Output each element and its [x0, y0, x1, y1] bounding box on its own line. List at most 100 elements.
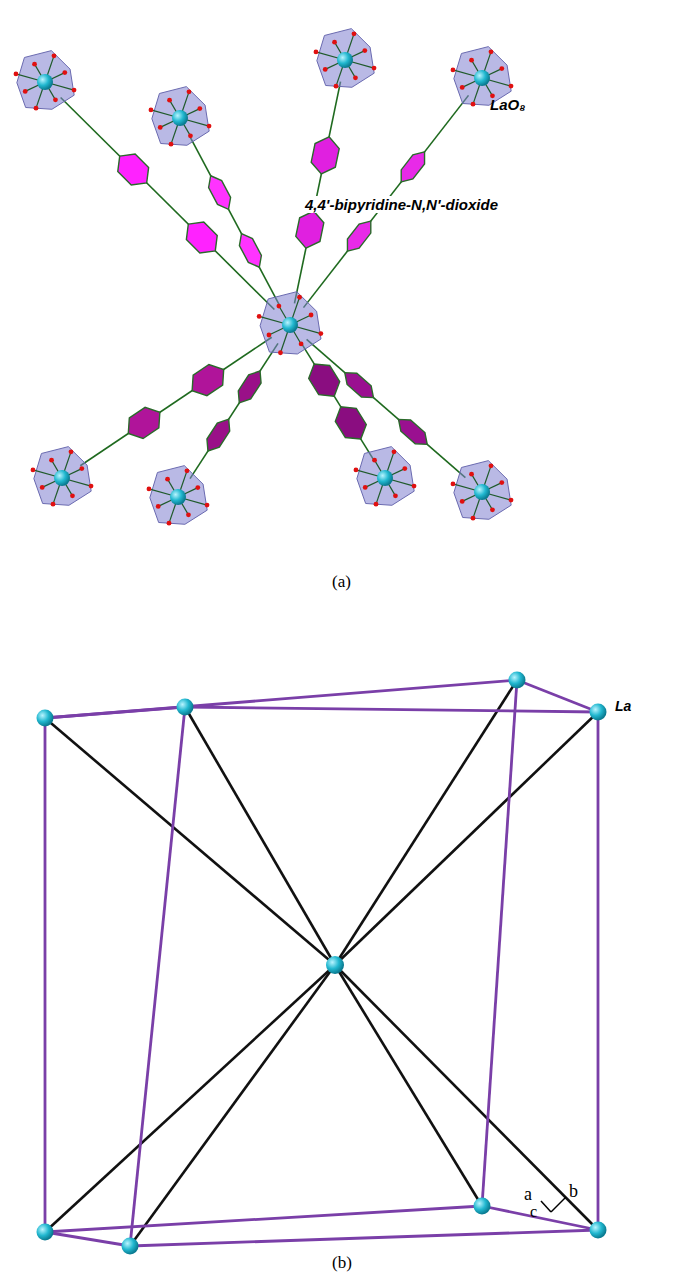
oxygen-atom: [34, 106, 39, 111]
diagonal-link: [335, 965, 598, 1230]
la-atom: [37, 74, 53, 90]
oxygen-atom: [23, 89, 28, 94]
pyridine-ring: [209, 176, 231, 210]
oxygen-atom: [31, 468, 36, 473]
axis-line: [541, 1201, 551, 1212]
oxygen-atom: [490, 507, 495, 512]
la-atom: [590, 1222, 607, 1239]
la-atom: [177, 699, 194, 716]
oxygen-atom: [156, 504, 161, 509]
oxygen-atom: [352, 31, 357, 36]
oxygen-atom: [489, 49, 494, 54]
oxygen-atom: [297, 295, 302, 300]
panel-label: (b): [330, 1253, 354, 1273]
cell-edge: [45, 680, 517, 718]
pyridine-ring: [311, 137, 339, 174]
oxygen-atom: [32, 62, 37, 67]
cell-edge: [185, 707, 598, 712]
oxygen-atom: [197, 106, 202, 111]
oxygen-atom: [332, 40, 337, 45]
oxygen-atom: [147, 487, 152, 492]
oxygen-atom: [149, 108, 154, 113]
oxygen-atom: [314, 50, 319, 55]
cell-edge: [130, 1230, 598, 1246]
oxygen-atom: [52, 53, 57, 58]
oxygen-atom: [374, 502, 379, 507]
pyridine-ring: [296, 211, 324, 248]
oxygen-atom: [62, 70, 67, 75]
pyridine-ring: [345, 373, 374, 398]
linker-bond: [80, 337, 271, 465]
diagonal-link: [185, 707, 335, 965]
oxygen-atom: [207, 124, 212, 129]
panel-label: (a): [330, 572, 353, 592]
oxygen-atom: [79, 466, 84, 471]
diagonal-link: [45, 965, 335, 1232]
cell-edge: [130, 707, 185, 1246]
oxygen-atom: [451, 68, 456, 73]
cell-edge: [45, 1232, 130, 1246]
la-atom: [172, 110, 188, 126]
oxygen-atom: [89, 484, 94, 489]
oxygen-atom: [309, 313, 314, 318]
polyhedron-face: [317, 29, 374, 88]
pyridine-ring: [309, 364, 340, 396]
lao8-polyhedron: [257, 292, 324, 355]
pyridine-ring: [399, 419, 428, 444]
polyhedron-label: LaO₈: [488, 96, 527, 113]
la-atom: [509, 672, 526, 689]
diagonal-link: [335, 965, 482, 1206]
oxygen-atom: [499, 480, 504, 485]
la-atom: [37, 1224, 54, 1241]
la-atom: [590, 704, 607, 721]
cell-edge: [45, 707, 185, 718]
la-atom: [326, 956, 344, 974]
diagonal-link: [45, 718, 335, 965]
oxygen-atom: [299, 342, 304, 347]
la-atom: [282, 317, 298, 333]
polyhedron-face: [152, 87, 209, 146]
oxygen-atom: [372, 66, 377, 71]
pyridine-ring: [186, 222, 217, 253]
oxygen-atom: [469, 472, 474, 477]
panel-a-structure: [14, 29, 514, 526]
la-atom: [377, 470, 393, 486]
lao8-polyhedron: [31, 447, 94, 507]
oxygen-atom: [267, 333, 272, 338]
oxygen-atom: [188, 133, 193, 138]
oxygen-atom: [451, 482, 456, 487]
oxygen-atom: [276, 304, 281, 309]
atom-label: La: [613, 698, 633, 714]
oxygen-atom: [499, 66, 504, 71]
oxygen-atom: [509, 84, 514, 89]
cell-edge: [597, 712, 600, 1230]
oxygen-atom: [318, 331, 323, 336]
oxygen-atom: [323, 67, 328, 72]
la-atom: [474, 70, 490, 86]
la-atom: [337, 52, 353, 68]
oxygen-atom: [354, 468, 359, 473]
oxygen-atom: [167, 521, 172, 526]
lao8-polyhedron: [14, 51, 77, 111]
oxygen-atom: [167, 98, 172, 103]
polyhedron-face: [260, 292, 321, 354]
diagonal-link: [335, 680, 517, 965]
oxygen-atom: [195, 485, 200, 490]
la-atom: [122, 1238, 139, 1255]
pyridine-ring: [207, 419, 230, 451]
la-atom: [474, 484, 490, 500]
oxygen-atom: [49, 458, 54, 463]
oxygen-atom: [372, 458, 377, 463]
oxygen-atom: [402, 466, 407, 471]
lao8-polyhedron: [147, 466, 210, 526]
oxygen-atom: [509, 498, 514, 503]
oxygen-atom: [362, 48, 367, 53]
oxygen-atom: [185, 468, 190, 473]
pyridine-ring: [239, 234, 261, 268]
oxygen-atom: [469, 58, 474, 63]
oxygen-atom: [169, 142, 174, 147]
cell-edge: [45, 1206, 482, 1232]
pyridine-ring: [347, 221, 370, 251]
diagonal-link: [130, 965, 335, 1246]
